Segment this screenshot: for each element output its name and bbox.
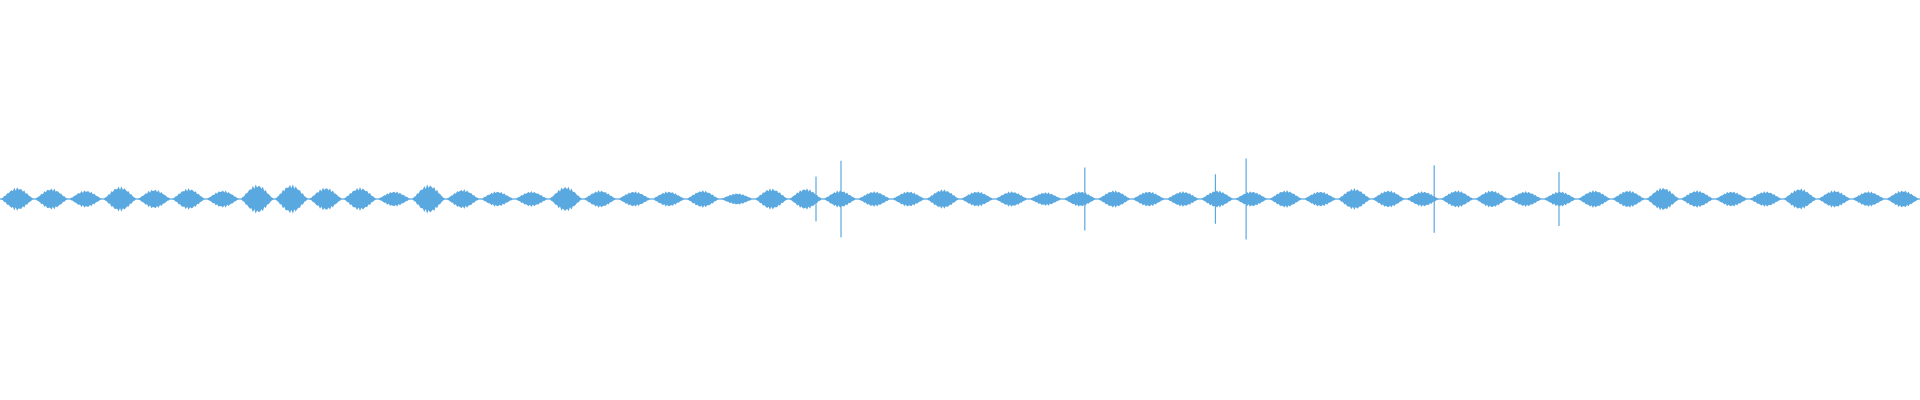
waveform-segment <box>137 189 172 209</box>
waveform-segment <box>960 191 995 207</box>
waveform-segment <box>1131 191 1166 207</box>
waveform-segment <box>1782 188 1818 210</box>
waveform-segment <box>1542 191 1578 207</box>
waveform-segment <box>1028 192 1063 206</box>
waveform-segment <box>1200 190 1235 208</box>
waveform-segment <box>0 187 35 211</box>
waveform-segment <box>1611 190 1646 208</box>
waveform-segment <box>1440 190 1475 208</box>
waveform-segment <box>308 187 343 211</box>
waveform-segment <box>1062 191 1098 207</box>
waveform-segment <box>514 191 549 207</box>
waveform-segment <box>171 188 206 210</box>
waveform-segment <box>480 191 515 207</box>
waveform-segment <box>1714 191 1749 207</box>
waveform-segment <box>1885 190 1920 208</box>
waveform-segment <box>1508 191 1543 207</box>
waveform-segment <box>617 191 652 207</box>
waveform-segment <box>377 191 412 207</box>
waveform-segment <box>1302 191 1338 207</box>
waveform-segment <box>994 191 1029 207</box>
waveform-segment <box>205 190 240 208</box>
waveform-segment <box>1268 190 1303 208</box>
waveform-segment <box>651 191 686 207</box>
waveform-segment <box>685 190 720 208</box>
waveform-segment <box>411 184 446 214</box>
waveform-spikes <box>815 158 1560 240</box>
waveform-segment <box>1680 190 1715 208</box>
waveform-segment <box>754 188 789 210</box>
waveform-segment <box>102 186 138 212</box>
waveform-segment <box>1851 191 1886 207</box>
waveform-segment <box>1371 190 1406 208</box>
waveform-segment <box>1234 191 1269 207</box>
waveform-segment <box>925 189 960 209</box>
waveform-segment <box>240 184 275 214</box>
waveform-segment <box>274 184 309 214</box>
waveform-segment <box>788 188 823 210</box>
waveform-segment <box>548 186 583 212</box>
waveform-segment <box>1577 190 1612 208</box>
waveform-segment <box>1748 191 1783 207</box>
waveform-segment <box>1817 190 1852 208</box>
waveform-segment <box>1337 188 1372 210</box>
waveform-segment <box>857 191 892 207</box>
waveform-segment <box>720 193 755 205</box>
waveform-segment <box>891 191 926 207</box>
waveform-envelope <box>0 184 1920 214</box>
waveform-segment <box>582 190 618 208</box>
waveform-segment <box>1405 191 1440 207</box>
waveform-segment <box>342 187 378 211</box>
waveform-segment <box>1165 191 1200 207</box>
waveform-segment <box>1097 190 1132 208</box>
waveform-segment <box>1474 190 1509 208</box>
waveform-segment <box>1645 187 1680 211</box>
waveform-segment <box>68 190 103 208</box>
waveform-segment <box>34 188 69 210</box>
waveform-segment <box>445 189 480 209</box>
waveform-segment <box>822 190 858 208</box>
